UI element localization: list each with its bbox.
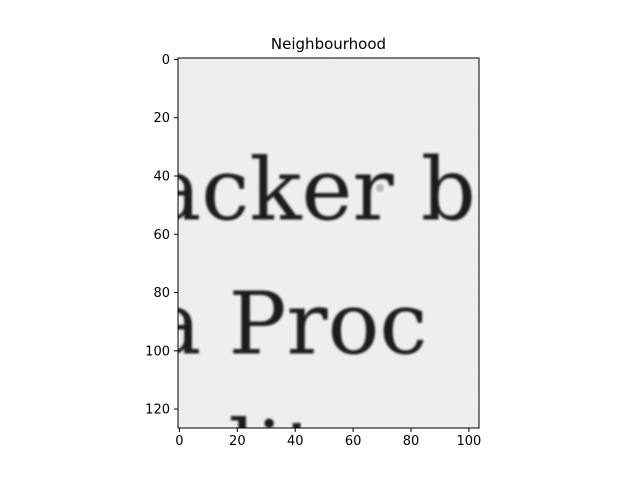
image-text-lines: acker b a Proc edit-ca xyxy=(150,141,476,480)
y-tick-label: 40 xyxy=(153,169,170,184)
x-tick-label: 100 xyxy=(456,434,481,449)
image-text-line-3: edit-ca xyxy=(150,403,447,480)
y-tick-label: 20 xyxy=(153,111,170,126)
y-tick-label: 80 xyxy=(153,286,170,301)
y-tick-label: 0 xyxy=(162,53,170,68)
x-tick-label: 80 xyxy=(403,434,420,449)
image-text-line-1: acker b xyxy=(150,141,476,241)
image-text-line-2: a Proc xyxy=(150,275,428,375)
y-axis: 0 20 40 60 80 100 120 xyxy=(145,53,178,418)
x-tick-label: 60 xyxy=(345,434,362,449)
paper-texture xyxy=(178,58,479,428)
y-tick-label: 100 xyxy=(145,344,170,359)
image-layer: acker b a Proc edit-ca xyxy=(150,58,479,480)
x-tick-label: 40 xyxy=(287,434,304,449)
x-tick-label: 20 xyxy=(229,434,246,449)
y-tick-label: 120 xyxy=(145,403,170,418)
chart-title: Neighbourhood xyxy=(271,35,386,53)
speck-mark xyxy=(376,184,384,192)
axes-frame xyxy=(177,57,480,429)
y-tick-label: 60 xyxy=(153,228,170,243)
x-tick-label: 0 xyxy=(175,434,183,449)
x-axis: 0 20 40 60 80 100 xyxy=(175,428,481,449)
